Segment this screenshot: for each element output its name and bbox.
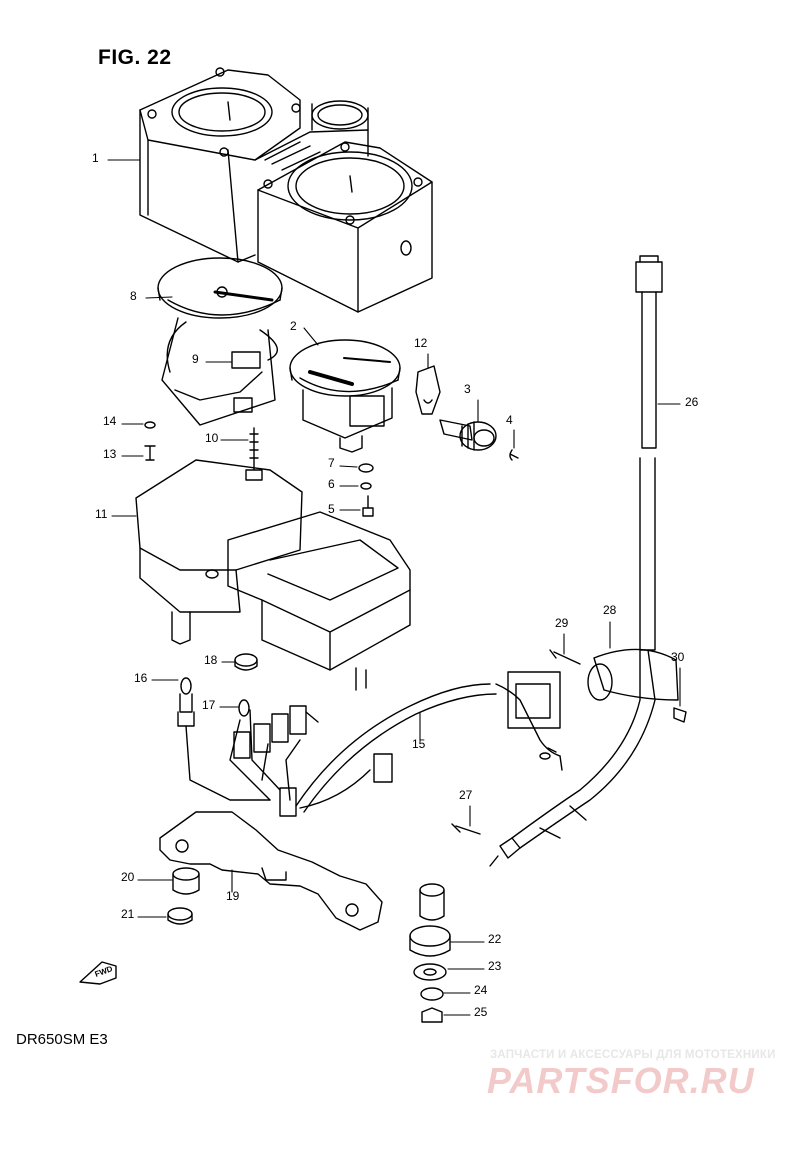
watermark-tagline: ЗАПЧАСТИ И АКСЕССУАРЫ ДЛЯ МОТОТЕХНИКИ	[490, 1049, 776, 1061]
callout-30: 30	[671, 650, 685, 664]
callout-1: 1	[92, 151, 99, 165]
callout-3: 3	[464, 382, 471, 396]
model-code: DR650SM E3	[16, 1031, 108, 1048]
callout-9: 9	[192, 352, 199, 366]
leader-line-2	[303, 327, 319, 346]
stud-10	[245, 427, 263, 481]
callout-17: 17	[202, 698, 216, 712]
callout-18: 18	[204, 653, 218, 667]
callout-27: 27	[459, 788, 473, 802]
rubber-mounts-left	[167, 867, 200, 925]
callout-15: 15	[412, 737, 426, 751]
callout-8: 8	[130, 289, 137, 303]
leader-line-8	[145, 296, 173, 299]
fwd-arrow: FWD	[79, 961, 117, 985]
callout-leaders	[107, 159, 681, 1016]
callout-5: 5	[328, 502, 335, 516]
lower-case	[135, 459, 411, 691]
callout-20: 20	[121, 870, 135, 884]
leader-line-7	[339, 465, 358, 468]
callout-4: 4	[506, 413, 513, 427]
callout-24: 24	[474, 983, 488, 997]
callout-10: 10	[205, 431, 219, 445]
meter-case	[139, 67, 433, 313]
callout-numbers: 1234567891011121314151617181920212223242…	[92, 151, 699, 1019]
callout-16: 16	[134, 671, 148, 685]
callout-14: 14	[103, 414, 117, 428]
callout-26: 26	[685, 395, 699, 409]
bracket	[415, 365, 441, 415]
rubber-stack-right	[409, 883, 451, 1023]
callout-25: 25	[474, 1005, 488, 1019]
callout-7: 7	[328, 456, 335, 470]
callout-23: 23	[488, 959, 502, 973]
screw-4	[509, 449, 519, 461]
mounting-plate	[159, 811, 383, 931]
figure-title: FIG. 22	[98, 46, 172, 69]
callout-11: 11	[95, 507, 108, 521]
bulb-sockets	[177, 677, 393, 817]
speedometer-cable	[489, 255, 663, 867]
callout-28: 28	[603, 603, 617, 617]
speedometer-assembly	[289, 339, 401, 453]
small-fasteners	[144, 421, 374, 517]
callout-13: 13	[103, 447, 117, 461]
cable-clamp	[451, 648, 687, 835]
callout-21: 21	[121, 907, 135, 921]
tachometer-assembly	[157, 257, 283, 426]
callout-19: 19	[226, 889, 240, 903]
grommet-18	[234, 653, 258, 671]
watermark-logo: PARTSFOR.RU	[487, 1060, 755, 1101]
wire-harness	[229, 671, 563, 813]
callout-2: 2	[290, 319, 297, 333]
callout-22: 22	[488, 932, 502, 946]
callout-29: 29	[555, 616, 569, 630]
drive-gear	[439, 419, 497, 451]
callout-6: 6	[328, 477, 335, 491]
callout-12: 12	[414, 336, 428, 350]
